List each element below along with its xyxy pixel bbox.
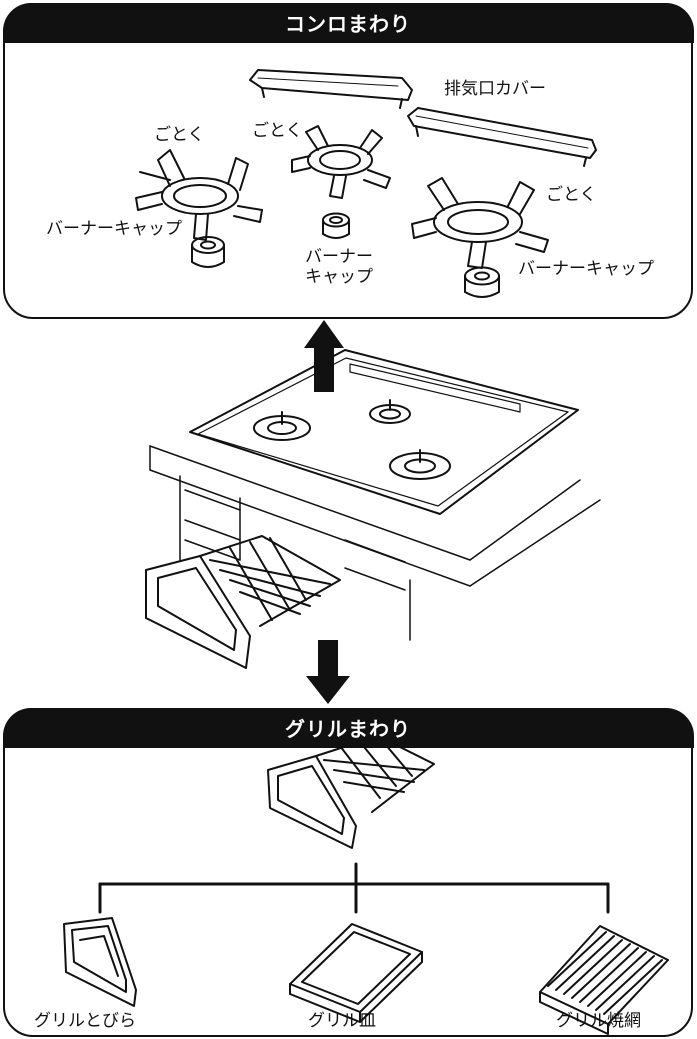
parts-tree bbox=[98, 862, 610, 914]
burner-cap-left bbox=[191, 236, 225, 268]
trivet-right-label: ごとく bbox=[546, 185, 597, 205]
arrow-down-icon bbox=[306, 640, 350, 704]
exhaust-cover-right bbox=[407, 107, 597, 167]
burner-cap-center-label-line1: バーナー bbox=[305, 247, 373, 267]
trivet-center bbox=[291, 125, 391, 199]
grill-pan-label: グリル皿 bbox=[308, 1011, 376, 1031]
grill-grate bbox=[539, 925, 669, 1035]
burner-cap-right-label: バーナーキャップ bbox=[518, 259, 654, 279]
stove-top-title: コンロまわり bbox=[285, 12, 411, 36]
burner-cap-right bbox=[464, 266, 500, 298]
grill-door bbox=[63, 917, 137, 1007]
stove-top-panel: コンロまわり bbox=[2, 2, 694, 319]
trivet-left-label: ごとく bbox=[154, 125, 205, 145]
grill-drawer-open bbox=[145, 535, 341, 669]
counter bbox=[149, 445, 601, 641]
grill-grate-label: グリル焼網 bbox=[556, 1011, 641, 1031]
burner-cap-left-label: バーナーキャップ bbox=[46, 219, 182, 239]
grill-door-label: グリルとびら bbox=[34, 1011, 136, 1031]
exhaust-cover-left bbox=[249, 69, 413, 109]
burner-cap-center bbox=[322, 212, 350, 239]
grill-header: グリルまわり bbox=[2, 707, 694, 748]
trivet-right bbox=[411, 177, 549, 269]
burner-cap-center-label-line2: キャップ bbox=[305, 266, 373, 287]
stove-top-header: コンロまわり bbox=[2, 2, 694, 43]
cooktop bbox=[189, 349, 579, 515]
trivet-center-label: ごとく bbox=[252, 121, 303, 141]
grill-assembly bbox=[267, 735, 435, 849]
grill-title: グリルまわり bbox=[285, 717, 411, 741]
trivet-left bbox=[135, 149, 263, 241]
grill-pan bbox=[289, 923, 423, 1023]
burner-cap-center-label: バーナー キャップ bbox=[302, 247, 376, 287]
arrow-up-icon bbox=[304, 320, 344, 392]
exhaust-cover-label: 排気口カバー bbox=[444, 79, 546, 99]
grill-panel: グリルまわり bbox=[2, 707, 694, 1037]
